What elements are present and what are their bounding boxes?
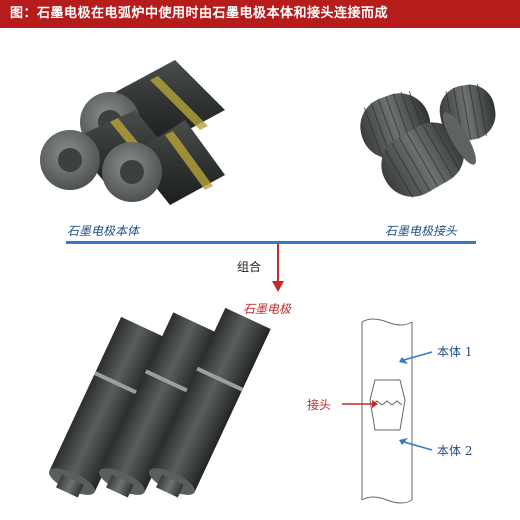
joint-label: 接头 [307,398,332,412]
graphite-electrode-image [48,307,271,498]
body-1-label: 本体 1 [437,345,473,359]
electrode-body-label: 石墨电极本体 [67,224,140,238]
body-2-label: 本体 2 [437,444,473,458]
combine-label: 组合 [237,260,262,274]
divider-line [66,241,476,244]
figure-title: 图：石墨电极在电弧炉中使用时由石墨电极本体和接头连接而成 [0,0,520,28]
electrode-joint-image [360,83,496,198]
electrode-body-stack-image [40,60,225,205]
combine-arrow [272,243,284,292]
electrode-schematic [342,318,433,504]
electrode-joint-label: 石墨电极接头 [385,224,458,238]
graphite-electrode-label: 石墨电极 [243,302,292,316]
